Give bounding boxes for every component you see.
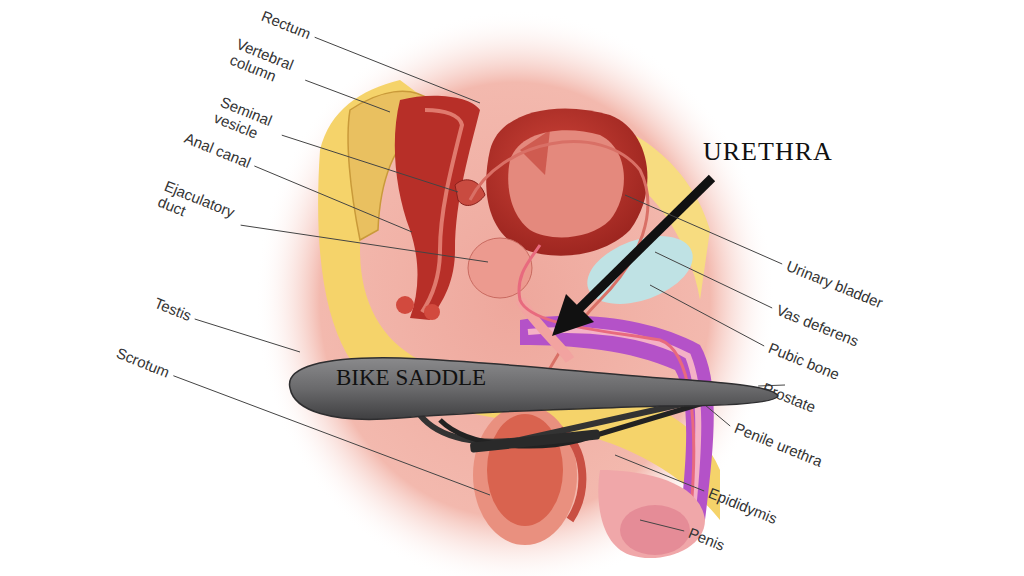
- saddle-shape: BIKE SADDLE: [280, 348, 780, 426]
- leader-line: [625, 195, 782, 264]
- leader-line: [282, 135, 458, 192]
- leader-line: [615, 455, 704, 491]
- leader-line: [241, 225, 488, 262]
- leader-line: [650, 285, 764, 346]
- part-label: Penile urethra: [732, 420, 825, 470]
- saddle-label: BIKE SADDLE: [336, 365, 724, 391]
- callout-label: URETHRA: [703, 138, 833, 167]
- part-label: Rectum: [259, 8, 313, 43]
- leader-line: [195, 319, 300, 352]
- leader-line: [705, 405, 730, 426]
- part-label: Urinary bladder: [784, 258, 885, 312]
- part-label: Vertebral column: [228, 36, 307, 94]
- part-label: Scrotum: [114, 345, 172, 381]
- part-label: Testis: [152, 295, 194, 325]
- leader-line: [655, 252, 772, 308]
- part-label: Penis: [686, 525, 727, 554]
- part-label: Seminal vesicle: [212, 94, 284, 149]
- part-label: Vas deferens: [774, 302, 861, 350]
- part-label: Pubic bone: [766, 340, 842, 383]
- leader-line: [305, 80, 390, 112]
- leader-line: [254, 166, 412, 232]
- leader-line: [640, 520, 684, 531]
- part-label: Ejaculatory duct: [156, 178, 243, 239]
